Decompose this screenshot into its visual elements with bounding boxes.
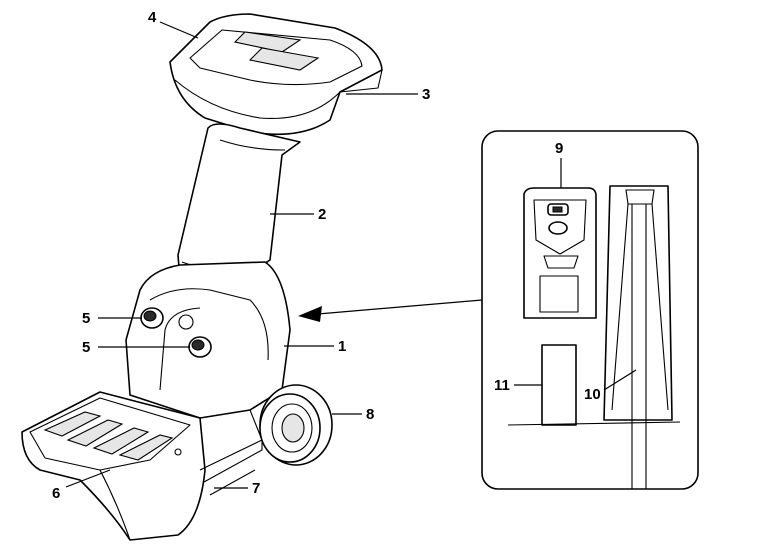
- switch-guard: [541, 344, 577, 426]
- callout-3: 3: [422, 86, 430, 103]
- callout-7: 7: [252, 480, 260, 497]
- callout-1: 1: [338, 338, 346, 355]
- callout-9: 9: [555, 140, 563, 157]
- callout-11: 11: [494, 377, 510, 394]
- callout-10: 10: [584, 386, 601, 403]
- callout-5-lower: 5: [82, 339, 90, 356]
- callout-5-upper: 5: [82, 310, 90, 327]
- wheel: [259, 384, 333, 466]
- callout-4: 4: [148, 9, 157, 26]
- safety-switch: [523, 187, 597, 319]
- callout-6: 6: [52, 485, 60, 502]
- ejection-housing: [21, 391, 206, 541]
- adjustment-knob-upper: [140, 307, 164, 329]
- feed-hopper: [169, 13, 383, 136]
- feed-chute: [177, 123, 301, 286]
- leader-lines: [65, 21, 637, 489]
- detail-inset: [481, 130, 699, 490]
- chute-section: [603, 185, 673, 489]
- callout-8: 8: [366, 406, 374, 423]
- motor-housing: [125, 261, 291, 419]
- adjustment-knob-lower: [188, 336, 212, 358]
- callout-2: 2: [318, 206, 326, 223]
- arrow-left-icon: [298, 299, 483, 322]
